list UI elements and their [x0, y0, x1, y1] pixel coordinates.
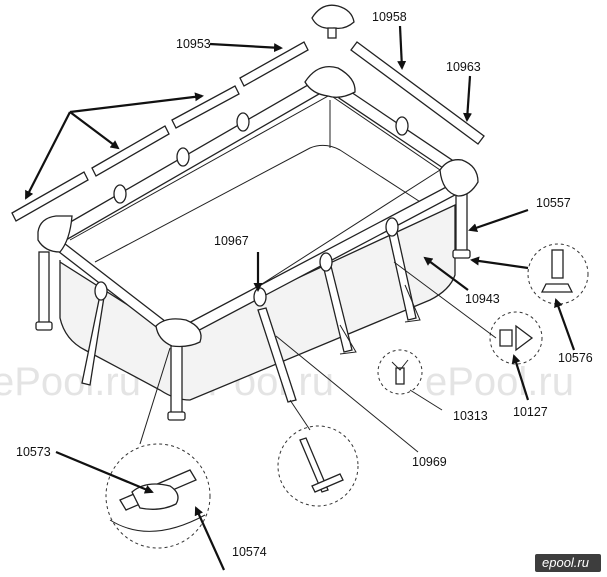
- arrow-10958: [397, 25, 407, 70]
- corner-joint-front: [155, 318, 202, 348]
- corner-joint-back-right: [304, 65, 356, 98]
- arrow-10943: [423, 256, 469, 291]
- detail-foot-leg: [551, 249, 564, 279]
- arrow-10574: [194, 506, 226, 571]
- frame-connector-3: [236, 112, 250, 132]
- label-10574: 10574: [232, 545, 267, 559]
- pipe-upper-3: [11, 171, 89, 222]
- leader-arrows: [25, 25, 576, 571]
- frame-connector-7: [319, 252, 333, 272]
- detail-circle-corner: [105, 443, 211, 549]
- frame-connector-2: [176, 147, 190, 167]
- rail-back: [59, 77, 327, 241]
- label-10573: 10573: [16, 445, 51, 459]
- arrow-leg-foot: [470, 256, 529, 270]
- label-10557: 10557: [536, 196, 571, 210]
- brace-foot-right: [404, 284, 421, 323]
- label-10576: 10576: [558, 351, 593, 365]
- pipe-upper-2: [91, 125, 170, 177]
- detail-brace-pipe: [299, 437, 329, 493]
- corner-cap-stem: [327, 27, 337, 39]
- corner-cap-10958: [311, 4, 355, 30]
- arrow-pipe-upper-3: [25, 111, 71, 200]
- leg-foot-front: [167, 411, 186, 421]
- detail-circle-brace: [277, 425, 359, 507]
- detail-foot-cap: [540, 283, 574, 293]
- arrow-pipe-upper-2: [69, 111, 120, 150]
- detail-pin-head: [499, 329, 513, 347]
- pipe-10963: [350, 41, 485, 145]
- frame-connector-4: [395, 116, 409, 136]
- liner-top-inner: [69, 94, 441, 331]
- detail-corner-joint: [131, 483, 179, 510]
- label-10127: 10127: [513, 405, 548, 419]
- brace-front: [257, 307, 297, 403]
- arrow-10557: [468, 208, 529, 232]
- label-10953: 10953: [176, 37, 211, 51]
- arrow-pipe-upper-1: [69, 92, 204, 114]
- label-10963: 10963: [446, 60, 481, 74]
- frame-connector-5: [94, 281, 108, 301]
- liner-floor-back: [94, 144, 426, 263]
- part-labels: 10953 10958 10963 10557 10967 10943 1057…: [16, 10, 593, 559]
- brace-foot-middle: [339, 324, 357, 355]
- corner-joint-back-left: [37, 215, 73, 253]
- detail-circle-foot: [527, 243, 589, 305]
- leg-foot-back-left: [35, 321, 53, 331]
- detail-circle-pin: [489, 311, 543, 365]
- arrow-10576: [554, 298, 576, 351]
- corner-joints: [37, 65, 479, 348]
- detail-brace-foot: [311, 473, 344, 493]
- leader-corner-detail: [139, 347, 171, 445]
- detail-pin-clip: [515, 324, 534, 352]
- pipe-10953: [239, 41, 309, 87]
- arrow-10127: [511, 354, 530, 401]
- leader-10969: [275, 335, 419, 453]
- leader-brace-detail: [289, 399, 311, 431]
- pipe-upper-1: [171, 85, 240, 129]
- detail-valve-clip: [391, 359, 409, 371]
- logo-background: [535, 554, 601, 572]
- arrow-10573: [55, 450, 154, 494]
- loose-pipes: [11, 4, 485, 222]
- detail-circle-valve: [377, 349, 423, 395]
- watermark-right: ePool.ru: [425, 360, 574, 404]
- leader-10313: [409, 389, 443, 411]
- top-frame: [53, 77, 456, 336]
- legs: [35, 189, 471, 421]
- label-10943: 10943: [465, 292, 500, 306]
- label-10958: 10958: [372, 10, 407, 24]
- leg-foot-back-right: [452, 249, 471, 259]
- detail-corner-liner: [109, 514, 206, 532]
- arrow-10963: [462, 75, 472, 122]
- leg-back-left: [38, 251, 50, 329]
- corner-joint-right: [439, 159, 479, 197]
- leg-back-right: [455, 189, 468, 255]
- leader-10127: [393, 261, 497, 339]
- logo-text: epool.ru: [542, 555, 589, 570]
- frame-connector-1: [113, 184, 127, 204]
- frame-connector-8: [385, 217, 399, 237]
- label-10969: 10969: [412, 455, 447, 469]
- arrow-10953: [209, 42, 283, 53]
- frame-connector-6: [253, 287, 267, 307]
- detail-circles: [105, 243, 589, 549]
- leg-front: [170, 339, 183, 419]
- site-logo-badge: epool.ru: [535, 554, 601, 572]
- label-10967: 10967: [214, 234, 249, 248]
- label-10313: 10313: [453, 409, 488, 423]
